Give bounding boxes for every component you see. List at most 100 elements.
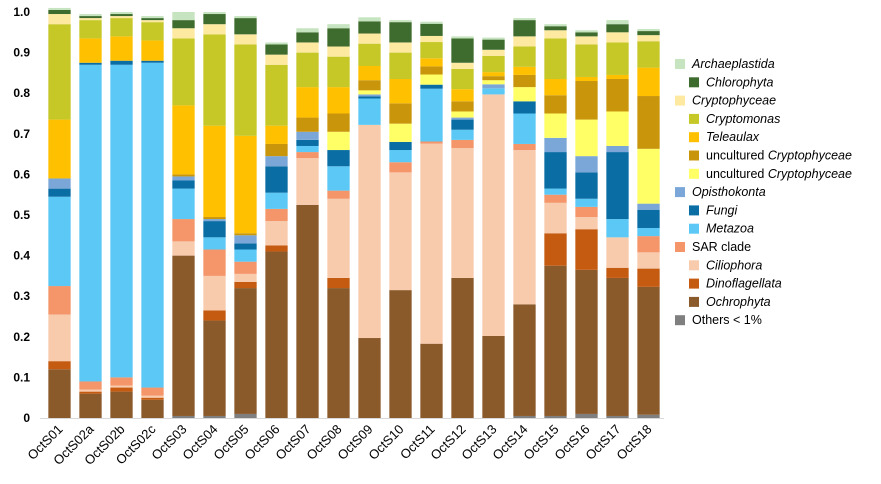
bar-segment-sar_clade (48, 286, 71, 315)
bar-segment-sar_ciliophora (637, 252, 660, 269)
bar-segment-sar_ochrophyta (482, 335, 505, 418)
legend-item-opisthokonta: Opisthokonta (675, 185, 766, 199)
bar-segment-uncult_crypto_b (513, 87, 536, 102)
bar-stack-OctS13 (482, 37, 505, 418)
legend-item-metazoa: Metazoa (689, 222, 754, 236)
bar-segment-sar_ochrophyta (141, 399, 164, 418)
bar-segment-sar_clade (544, 194, 567, 203)
bar-segment-chlorophyta (265, 44, 288, 55)
bar-segment-sar_ciliophora (513, 150, 536, 305)
bar-stack-OctS07 (296, 28, 319, 418)
bar-segment-fungi (451, 119, 474, 130)
bar-segment-metazoa (482, 88, 505, 95)
bar-segment-fungi (327, 150, 350, 167)
bar-segment-sar_ochrophyta (513, 304, 536, 416)
bar-segment-cryptomonas (172, 38, 195, 106)
bar-segment-metazoa (575, 198, 598, 207)
bar-segment-uncult_crypto_a (420, 66, 443, 75)
bar-segment-fungi (79, 62, 102, 65)
bar-segment-cryptophyceae (513, 36, 536, 47)
y-tick-label: 0.3 (13, 289, 30, 303)
bar-segment-chlorophyta (606, 24, 629, 33)
bar-segment-chlorophyta (482, 39, 505, 50)
bar-segment-metazoa (172, 188, 195, 220)
bar-segment-sar_dinoflagellata (575, 229, 598, 270)
legend-label: Dinoflagellata (706, 277, 782, 291)
bar-segment-cryptomonas (575, 44, 598, 77)
bar-segment-fungi (606, 152, 629, 220)
legend-label-part: Dinoflagellata (706, 277, 782, 291)
bar-segment-sar_ochrophyta (79, 393, 102, 418)
bar-segment-cryptophyceae (141, 20, 164, 23)
bar-segment-sar_ciliophora (172, 241, 195, 256)
bar-segment-uncult_crypto_a (575, 81, 598, 120)
bar-segment-metazoa (296, 145, 319, 153)
bar-segment-cryptomonas (606, 42, 629, 75)
bar-segment-cryptomonas (420, 42, 443, 59)
bar-segment-cryptophyceae (389, 42, 412, 53)
bar-segment-uncult_crypto_a (637, 96, 660, 149)
bar-segment-archaeplastida (172, 12, 195, 21)
bar-segment-sar_ciliophora (327, 198, 350, 278)
legend-label: Archaeplastida (691, 57, 775, 71)
bar-segment-uncult_crypto_a (296, 117, 319, 132)
bar-segment-sar_clade (637, 236, 660, 253)
bar-segment-cryptophyceae (79, 18, 102, 21)
bar-segment-others (203, 415, 226, 418)
bar-segment-chlorophyta (110, 14, 133, 17)
legend-item-sar_ochrophyta: Ochrophyta (689, 295, 771, 309)
bar-segment-uncult_crypto_a (451, 101, 474, 112)
bar-stack-OctS11 (420, 21, 443, 418)
bar-segment-sar_ochrophyta (575, 269, 598, 414)
bar-segment-opisthokonta (265, 156, 288, 167)
bar-segment-sar_ciliophora (79, 389, 102, 392)
y-tick-label: 0.7 (13, 127, 30, 141)
bar-segment-cryptomonas (79, 20, 102, 39)
bar-segment-chlorophyta (358, 21, 381, 34)
bar-segment-others (234, 413, 257, 418)
legend-swatch (689, 223, 699, 234)
bar-segment-opisthokonta (296, 131, 319, 140)
bar-segment-sar_ciliophora (482, 94, 505, 336)
x-tick-label: OctS18 (613, 422, 654, 463)
bar-segment-cryptophyceae (296, 42, 319, 53)
bar-segment-teleaulax (296, 87, 319, 118)
bar-segment-cryptophyceae (637, 35, 660, 42)
bar-segment-sar_ciliophora (141, 395, 164, 398)
bar-segment-opisthokonta (482, 84, 505, 89)
bar-segment-sar_dinoflagellata (637, 268, 660, 287)
bar-segment-sar_clade (172, 219, 195, 242)
bar-segment-sar_dinoflagellata (265, 245, 288, 252)
bar-segment-sar_ochrophyta (420, 343, 443, 418)
bar-segment-opisthokonta (606, 145, 629, 153)
legend-swatch (689, 296, 699, 307)
bar-segment-sar_ciliophora (606, 237, 629, 268)
legend-label-part: Ciliophora (706, 258, 762, 272)
bar-segment-fungi (265, 166, 288, 193)
legend-swatch (689, 278, 699, 289)
bar-stack-OctS16 (575, 30, 598, 418)
bar-segment-chlorophyta (451, 38, 474, 63)
bar-segment-sar_clade (389, 162, 412, 173)
bar-segment-uncult_crypto_b (451, 111, 474, 118)
bar-segment-cryptophyceae (451, 62, 474, 69)
bar-segment-sar_ciliophora (234, 273, 257, 282)
bar-segment-archaeplastida (234, 16, 257, 19)
legend-label-part: Cryptophyceae (768, 149, 852, 163)
bar-stack-OctS08 (327, 24, 350, 418)
y-tick-label: 0.1 (13, 370, 30, 384)
bar-segment-teleaulax (575, 76, 598, 82)
legend-swatch (689, 260, 699, 271)
bar-segment-archaeplastida (544, 24, 567, 27)
bar-segment-sar_ciliophora (389, 172, 412, 291)
bar-segment-others (513, 415, 536, 418)
bar-stack-OctS02a (79, 14, 102, 418)
bar-segment-teleaulax (172, 105, 195, 175)
bar-segment-teleaulax (203, 125, 226, 218)
bar-segment-chlorophyta (389, 22, 412, 43)
bar-segment-uncult_crypto_a (544, 95, 567, 114)
bar-segment-sar_clade (420, 141, 443, 144)
legend-item-uncult_crypto_a: uncultured Cryptophyceae (689, 149, 852, 163)
bar-segment-others (172, 415, 195, 418)
bar-segment-sar_ciliophora (203, 275, 226, 311)
